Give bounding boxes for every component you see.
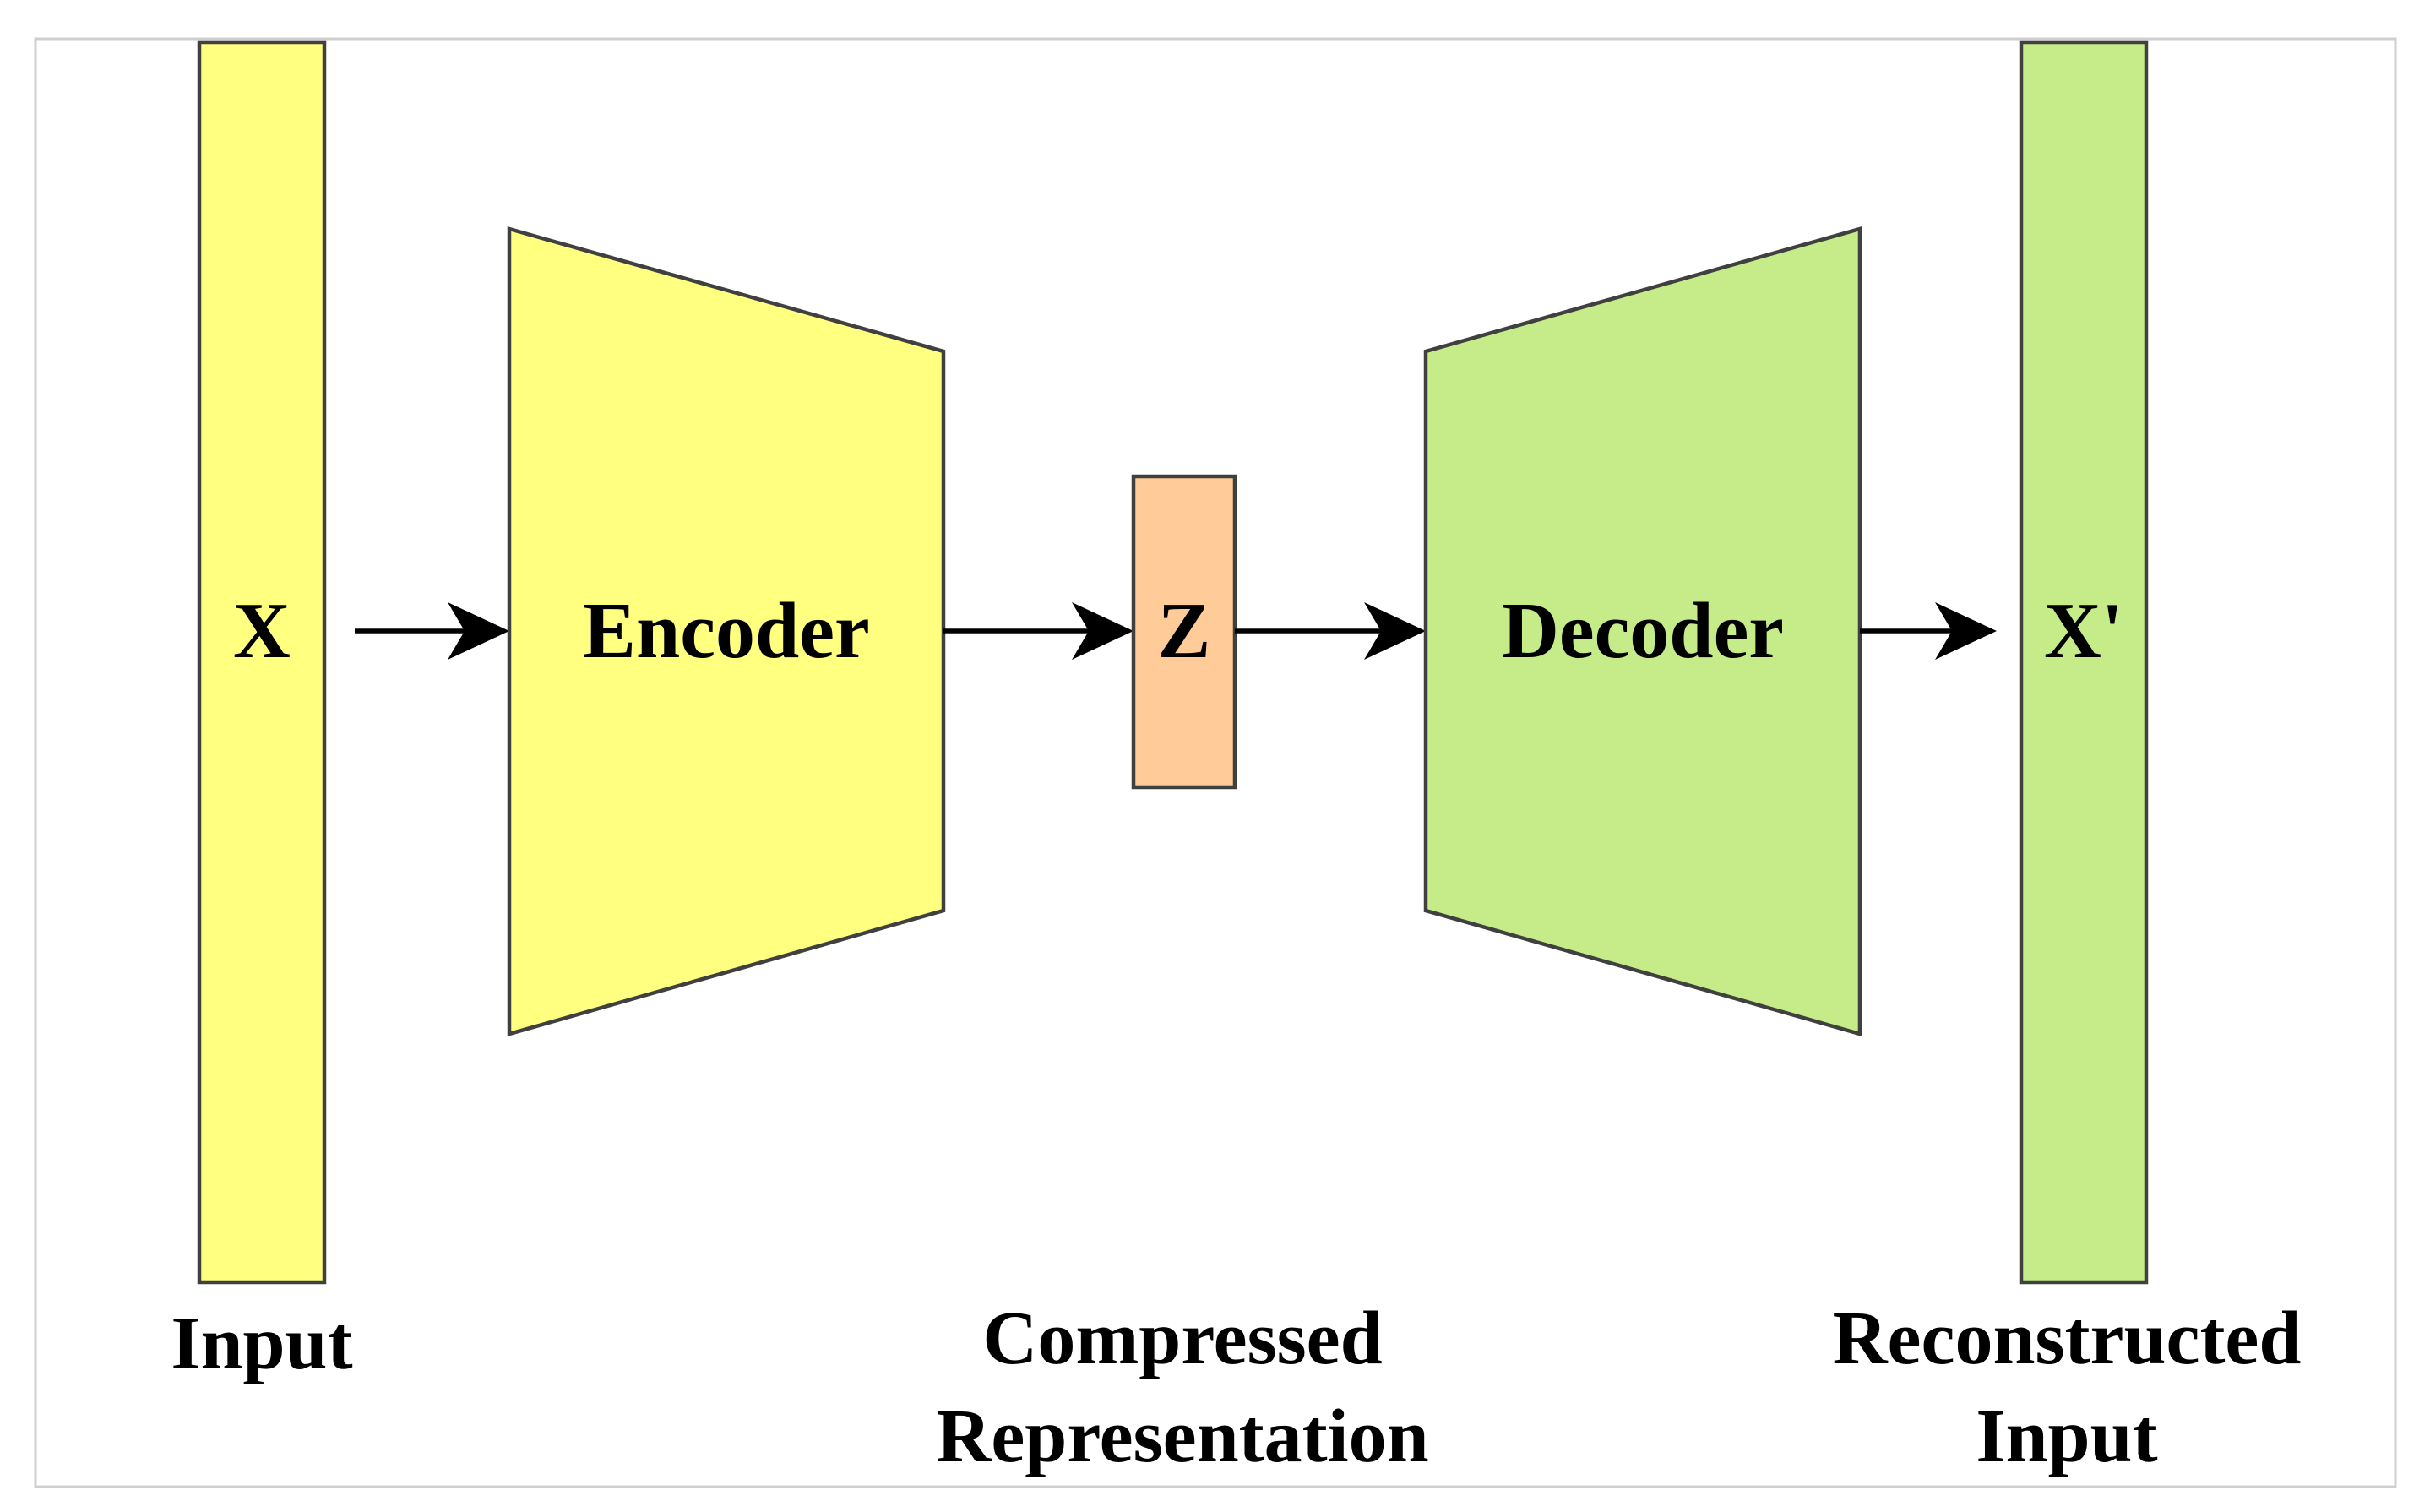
decoder-block (1423, 226, 1862, 1036)
latent-caption-line1: Compressed (982, 1297, 1382, 1380)
input-block-label: X (233, 587, 291, 675)
arrow-latent-to-decoder-head (1364, 602, 1426, 660)
decoder-block-label: Decoder (1502, 587, 1784, 675)
encoder-block (507, 226, 946, 1036)
output-caption-line2: Input (1976, 1395, 2157, 1478)
latent-block-label: Z (1158, 587, 1211, 675)
input-caption: Input (171, 1302, 352, 1385)
arrow-encoder-to-latent-head (1072, 602, 1133, 660)
input-block (197, 40, 327, 1285)
output-caption-line1: Reconstructed (1833, 1297, 2302, 1380)
output-block (2019, 40, 2149, 1285)
latent-block (1131, 474, 1237, 790)
arrow-decoder-to-output-head (1935, 602, 1997, 660)
arrow-input-to-encoder-head (448, 602, 509, 660)
encoder-block-label: Encoder (583, 587, 869, 675)
output-block-label: X' (2044, 587, 2123, 675)
latent-caption-line2: Representation (936, 1395, 1428, 1478)
